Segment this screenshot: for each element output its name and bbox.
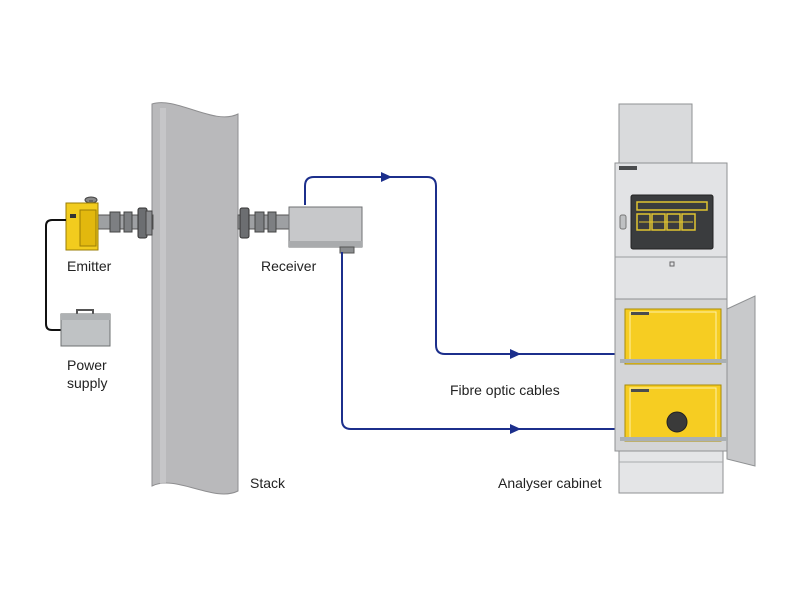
power-supply-label-line1: Power (67, 357, 107, 373)
fibre-optic-cables (304, 172, 628, 434)
emitter-label: Emitter (67, 258, 112, 274)
flange-coupling-icon (239, 207, 250, 239)
analyser-module-upper (620, 308, 727, 365)
power-wire (45, 219, 66, 331)
cabinet-door (726, 295, 756, 467)
cabinet-display (630, 194, 714, 250)
receiver-label: Receiver (261, 258, 317, 274)
receiver-unit-icon (288, 206, 363, 254)
stack (151, 102, 239, 495)
arrowhead-icon (510, 349, 521, 359)
cabinet-top-box (618, 103, 693, 164)
analyser-cabinet (614, 103, 756, 494)
fibre-optic-cables-label: Fibre optic cables (450, 382, 560, 398)
power-supply-case-icon (60, 309, 111, 347)
receiver-flange-assembly (237, 207, 291, 239)
stack-body (151, 102, 239, 495)
stack-label: Stack (250, 475, 286, 491)
arrowhead-icon (510, 424, 521, 434)
analyser-module-lower (620, 384, 727, 442)
fibre-cable-upper (304, 176, 628, 355)
emitter-unit-icon (65, 196, 99, 251)
power-supply-label-line2: supply (67, 375, 108, 391)
analyser-cabinet-label: Analyser cabinet (498, 475, 602, 491)
emitter-flange-assembly (97, 207, 154, 239)
arrowhead-icon (381, 172, 392, 182)
fibre-cable-lower (341, 252, 628, 430)
cabinet-base (618, 450, 724, 494)
